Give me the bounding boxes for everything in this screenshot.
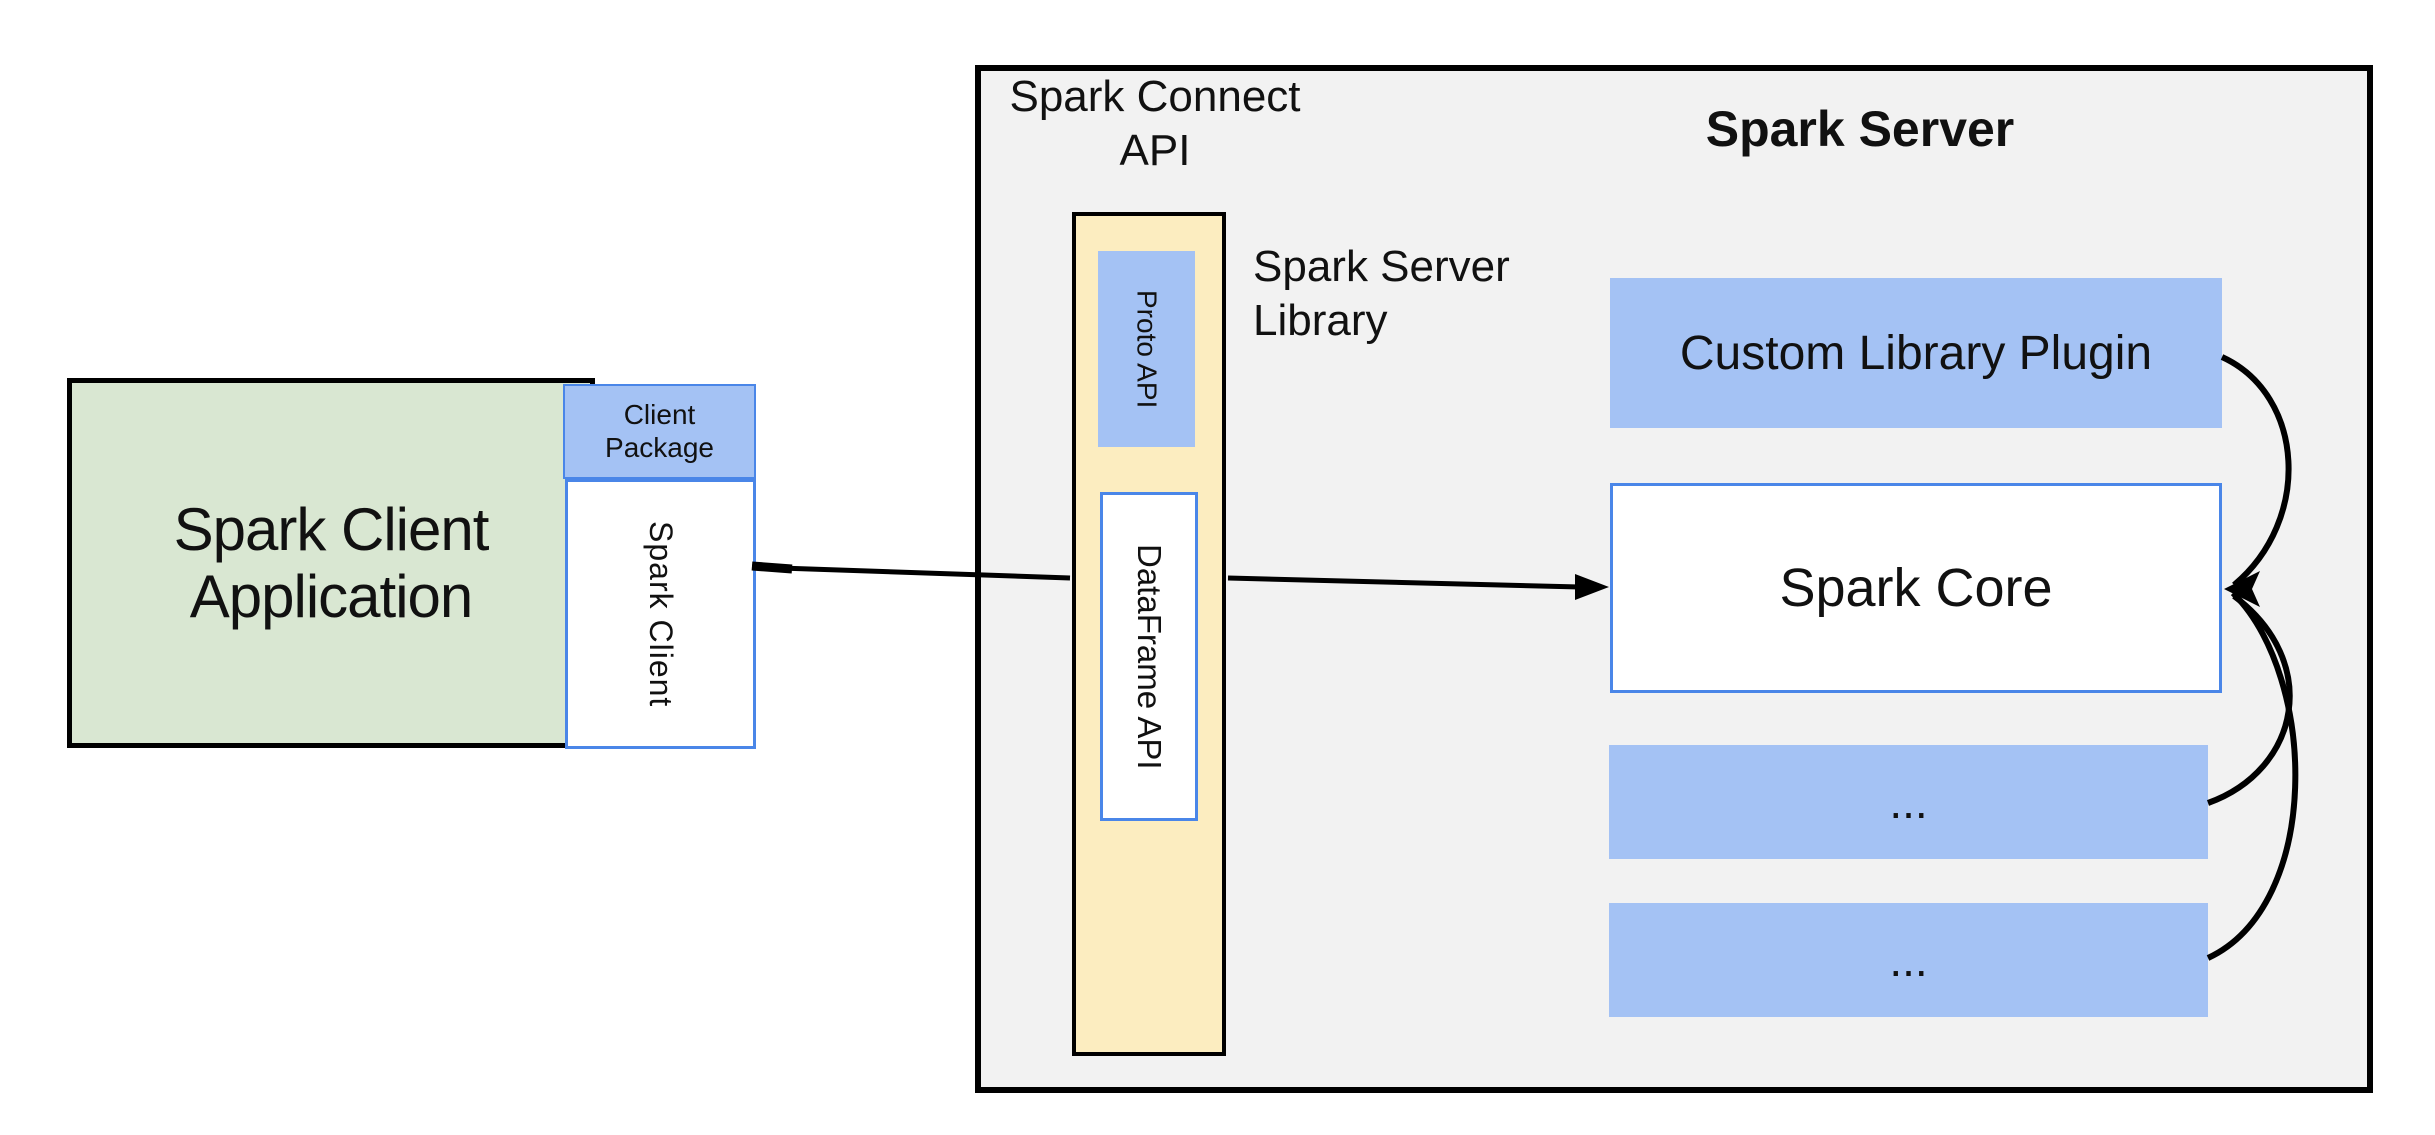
plugin-slot-box-1: ... bbox=[1609, 745, 2208, 859]
spark-core-box: Spark Core bbox=[1610, 483, 2222, 693]
connector-client-to-connect-api-start bbox=[751, 561, 793, 574]
custom-library-plugin-box: Custom Library Plugin bbox=[1610, 278, 2222, 428]
plugin-slot-box-2: ... bbox=[1609, 903, 2208, 1017]
client-package-box: Client Package bbox=[563, 384, 756, 479]
proto-api-label: Proto API bbox=[1131, 289, 1163, 409]
proto-api-box: Proto API bbox=[1098, 251, 1195, 447]
spark-connect-api-heading: Spark Connect API bbox=[1009, 72, 1301, 175]
dataframe-api-box: DataFrame API bbox=[1100, 492, 1198, 821]
spark-server-library-caption: Spark Server Library bbox=[1253, 242, 1510, 345]
client-application-box: Spark Client Application bbox=[67, 378, 595, 748]
dataframe-api-label: DataFrame API bbox=[1131, 543, 1168, 770]
spark-server-title: Spark Server bbox=[1705, 101, 2015, 157]
client-application-label: Spark Client Application bbox=[173, 495, 490, 630]
spark-client-label: Spark Client bbox=[643, 520, 679, 708]
spark-client-box: Spark Client bbox=[565, 479, 756, 749]
